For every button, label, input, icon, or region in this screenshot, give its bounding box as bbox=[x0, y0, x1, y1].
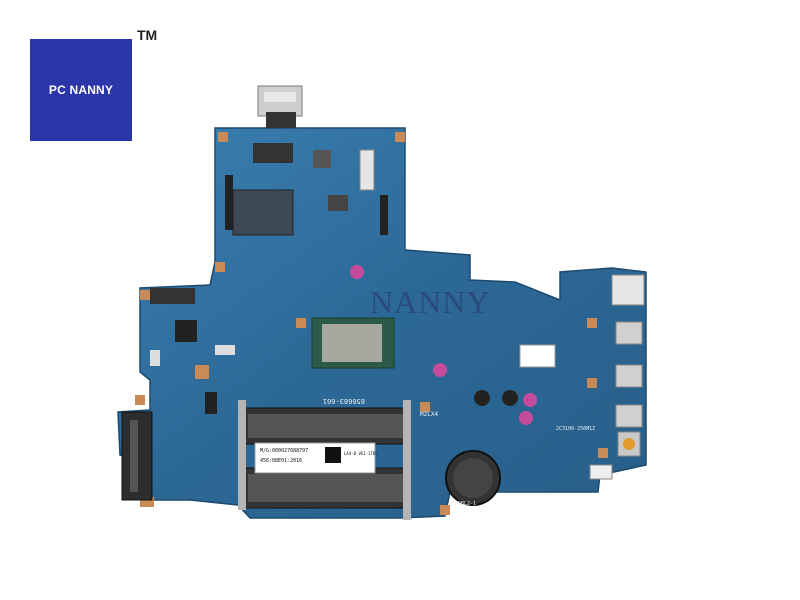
serial-label bbox=[254, 442, 376, 474]
usb-port-1 bbox=[615, 321, 643, 345]
label-line1: M/G:000027088797 bbox=[260, 448, 308, 454]
watermark-text: NANNY bbox=[370, 284, 491, 320]
label-line2: 456:08E01:2016 bbox=[260, 458, 302, 464]
silk-text-3: 2C3100-256M1Z bbox=[556, 426, 595, 432]
label-line3: LA4-B VE1-1TBC bbox=[344, 451, 378, 456]
trademark-mark: TM bbox=[137, 27, 158, 43]
part-number: 856683-601 bbox=[323, 397, 365, 405]
usb-port-3 bbox=[615, 404, 643, 428]
logo-text: PC NANNY bbox=[48, 83, 114, 97]
pc-nanny-logo: PC NANNY bbox=[30, 39, 132, 141]
silk-text-1: M2LX4 bbox=[420, 411, 438, 418]
memory-connector-left bbox=[150, 288, 195, 304]
usb-port-2 bbox=[615, 364, 643, 388]
rj45-port bbox=[611, 274, 645, 306]
pch-chip bbox=[232, 189, 294, 236]
silk-text-2: M2BL2-1 bbox=[455, 501, 476, 507]
